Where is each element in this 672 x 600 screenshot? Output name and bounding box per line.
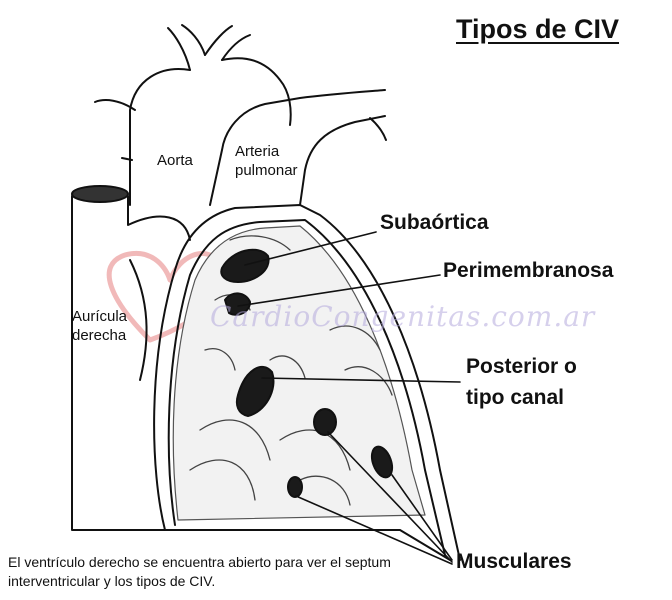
diagram-title: Tipos de CIV (456, 14, 620, 44)
defect-muscular-3 (287, 476, 303, 498)
defect-perimembranous (224, 292, 251, 316)
right-atrium-outline (71, 185, 191, 531)
defect-inlet (235, 366, 275, 417)
label-muscular: Musculares (456, 550, 572, 573)
aorta-outline (94, 24, 292, 206)
label-pulmonary-artery-line2: pulmonar (235, 162, 298, 179)
label-pulmonary-artery: Arteria pulmonar (235, 142, 298, 180)
caption: El ventrículo derecho se encuentra abier… (8, 554, 391, 589)
label-right-atrium-line1: Aurícula (72, 308, 128, 325)
label-right-atrium: Aurícula derecha (72, 307, 127, 345)
defect-muscular-1 (313, 408, 337, 436)
defect-muscular-2 (370, 445, 394, 479)
label-right-atrium-line2: derecha (72, 327, 127, 344)
pointer-lines (237, 231, 461, 565)
pulmonary-artery-outline (209, 89, 387, 206)
label-pulmonary-artery-line1: Arteria (235, 143, 280, 160)
ventricle-wall (153, 204, 461, 561)
label-posterior-line1: Posterior o (466, 355, 577, 378)
label-posterior-line2: tipo canal (466, 386, 565, 409)
watermark-text: CardioCongenitas.com.ar (210, 300, 596, 333)
label-posterior-canal: Posterior o tipo canal (466, 351, 577, 413)
label-perimembranous: Perimembranosa (443, 259, 614, 282)
label-subaortic: Subaórtica (380, 211, 489, 234)
label-aorta: Aorta (157, 152, 193, 169)
defect-subaortic (220, 248, 270, 283)
